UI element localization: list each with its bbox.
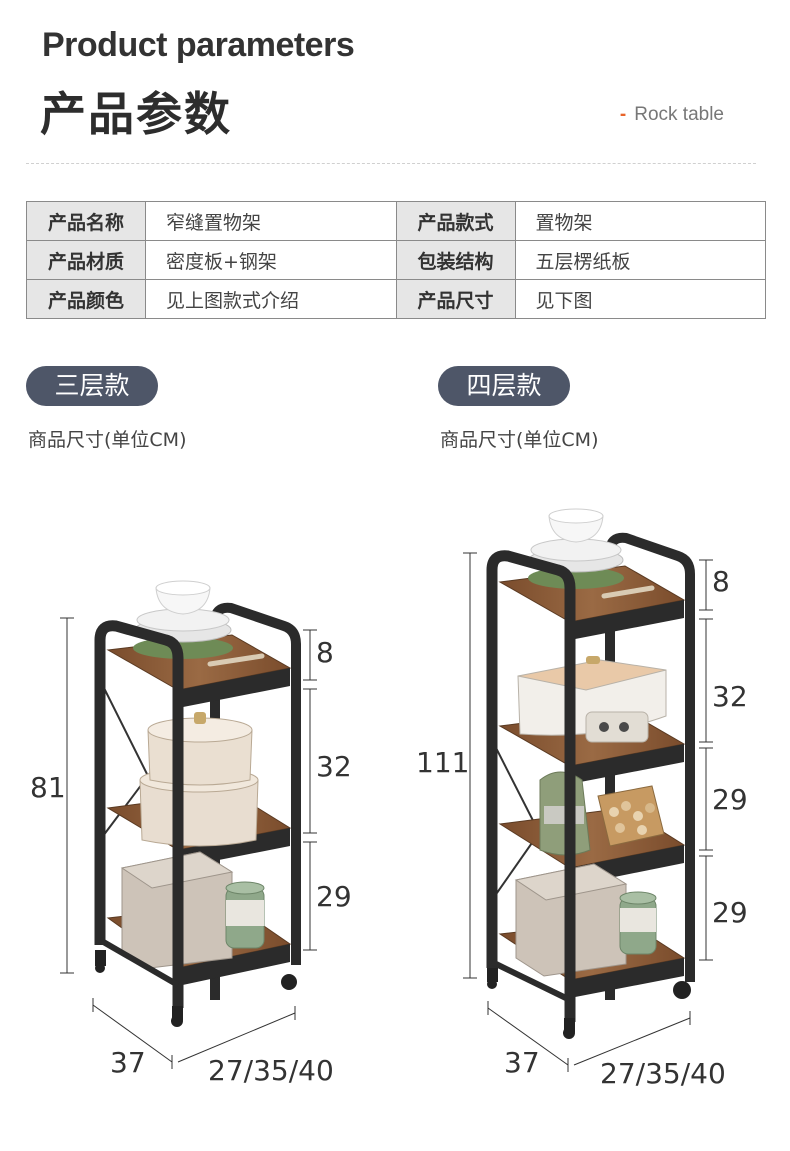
param-value: 置物架 [514,201,766,241]
table-row: 产品名称 窄缝置物架 产品款式 置物架 [26,201,766,241]
param-key: 产品颜色 [26,279,146,319]
four-tier-rack-image [486,508,695,1039]
three-tier-depth-label: 37 [110,1046,146,1079]
param-key: 产品尺寸 [395,279,516,319]
tagline-text: Rock table [634,104,724,125]
three-tier-rack-image [94,580,301,1027]
four-tier-tier-label: 29 [712,783,748,816]
variant-label-three-tier: 三层款 [26,366,158,406]
three-tier-height-label: 81 [30,771,66,804]
variant-subtitle-three-tier: 商品尺寸(单位CM) [28,429,187,451]
three-tier-tier-label: 29 [316,880,352,913]
title-chinese: 产品参数 [40,87,232,141]
param-key: 产品款式 [395,201,516,241]
parameters-table: 产品名称 窄缝置物架 产品款式 置物架 产品材质 密度板+钢架 包装结构 五层楞… [26,201,766,319]
table-row: 产品颜色 见上图款式介绍 产品尺寸 见下图 [26,279,766,319]
four-tier-dimension-lines [463,552,713,1072]
variant-label-four-tier: 四层款 [438,366,570,406]
header-divider [26,163,756,164]
param-key: 包装结构 [395,240,516,280]
param-value: 见下图 [514,279,766,319]
title-english: Product parameters [42,26,355,64]
four-tier-tier-label: 8 [712,565,730,598]
param-value: 密度板+钢架 [145,240,397,280]
four-tier-width-label: 27/35/40 [600,1057,726,1090]
table-row: 产品材质 密度板+钢架 包装结构 五层楞纸板 [26,240,766,280]
four-tier-tier-label: 32 [712,680,748,713]
param-value: 见上图款式介绍 [145,279,397,319]
four-tier-depth-label: 37 [504,1046,540,1079]
tagline: -Rock table [620,104,724,126]
three-tier-dimension-lines [60,617,317,1069]
three-tier-width-label: 27/35/40 [208,1054,334,1087]
param-key: 产品名称 [26,201,146,241]
param-key: 产品材质 [26,240,146,280]
four-tier-tier-label: 29 [712,896,748,929]
tagline-dash: - [619,104,627,125]
variant-subtitle-four-tier: 商品尺寸(单位CM) [440,429,599,451]
three-tier-tier-label: 32 [316,750,352,783]
param-value: 五层楞纸板 [514,240,766,280]
three-tier-tier-label: 8 [316,636,334,669]
four-tier-height-label: 111 [416,746,469,779]
